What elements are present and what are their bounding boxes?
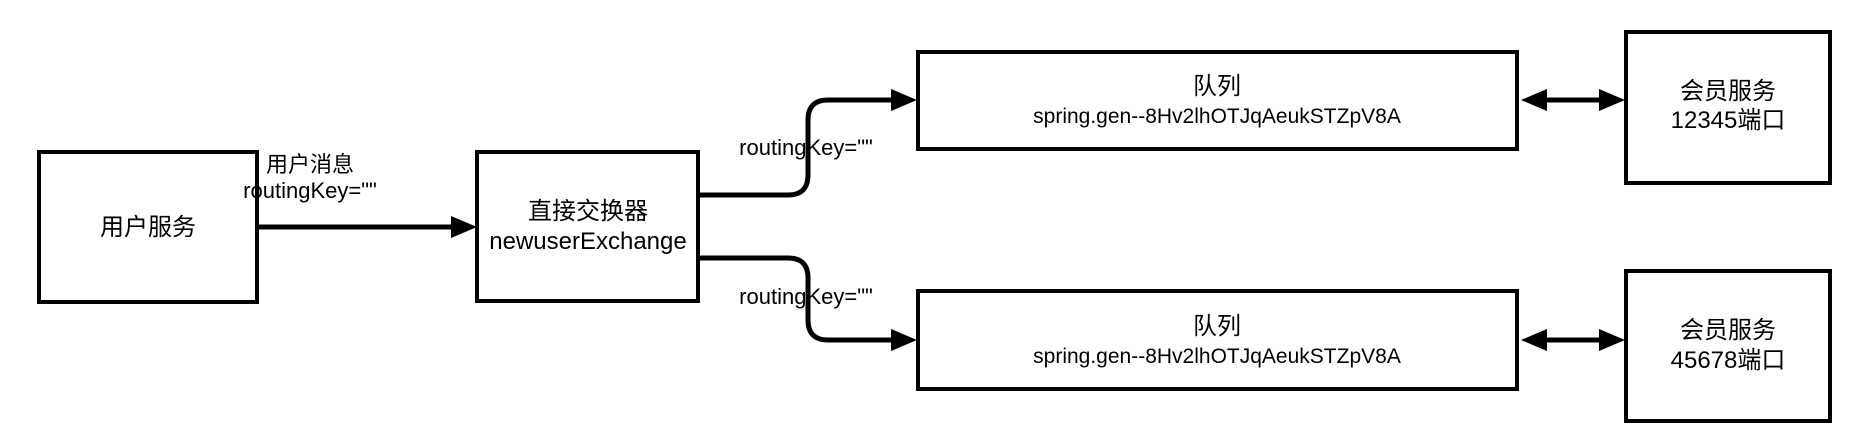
edge-exchange-to-queue-top-label: routingKey="": [739, 135, 873, 160]
queue-bottom-title: 队列: [1193, 313, 1241, 340]
edge-exchange-to-queue-top: routingKey="": [698, 89, 917, 198]
member-service-bottom-box: [1624, 269, 1832, 423]
queue-top-box: [916, 50, 1519, 151]
member-service-bottom-node: 会员服务 45678端口: [1624, 269, 1832, 423]
edge-exchange-to-queue-bottom-line: [698, 255, 891, 343]
edge-exchange-to-queue-top-line: [698, 97, 891, 198]
arrowhead-left-icon: [1521, 89, 1547, 111]
queue-top-name: spring.gen--8Hv2lhOTJqAeukSTZpV8A: [1033, 105, 1401, 128]
member-service-bottom-port: 45678端口: [1671, 347, 1786, 374]
member-service-top-title: 会员服务: [1680, 78, 1776, 105]
edge-queue-top-to-member-top: [1521, 89, 1625, 111]
user-service-label: 用户服务: [100, 214, 196, 241]
member-service-top-box: [1624, 30, 1832, 185]
arrowhead-right-icon: [451, 216, 477, 238]
arrowhead-left-icon: [1521, 329, 1547, 351]
queue-bottom-node: 队列 spring.gen--8Hv2lhOTJqAeukSTZpV8A: [916, 289, 1519, 391]
queue-top-title: 队列: [1193, 73, 1241, 100]
direct-exchange-name: newuserExchange: [489, 228, 686, 255]
edge-exchange-to-queue-bottom-label: routingKey="": [739, 284, 873, 309]
arrowhead-right-icon: [891, 89, 917, 111]
queue-bottom-box: [916, 289, 1519, 391]
edge-user-to-exchange: 用户消息 routingKey="": [243, 152, 477, 238]
edge-queue-bottom-to-member-bottom: [1521, 329, 1625, 351]
user-service-box: [37, 150, 259, 304]
member-service-top-node: 会员服务 12345端口: [1624, 30, 1832, 185]
queue-bottom-name: spring.gen--8Hv2lhOTJqAeukSTZpV8A: [1033, 345, 1401, 368]
arrowhead-right-icon: [891, 329, 917, 351]
user-service-node: 用户服务: [37, 150, 259, 304]
arrowhead-right-icon: [1599, 329, 1625, 351]
edge-user-to-exchange-label-line2: routingKey="": [243, 178, 377, 203]
member-service-top-port: 12345端口: [1671, 107, 1786, 134]
direct-exchange-title: 直接交换器: [528, 198, 648, 225]
direct-exchange-node: 直接交换器 newuserExchange: [475, 150, 700, 303]
queue-top-node: 队列 spring.gen--8Hv2lhOTJqAeukSTZpV8A: [916, 50, 1519, 151]
edge-user-to-exchange-label-line1: 用户消息: [266, 152, 354, 177]
direct-exchange-box: [475, 150, 700, 303]
edge-exchange-to-queue-bottom: routingKey="": [698, 255, 917, 351]
member-service-bottom-title: 会员服务: [1680, 317, 1776, 344]
arrowhead-right-icon: [1599, 89, 1625, 111]
